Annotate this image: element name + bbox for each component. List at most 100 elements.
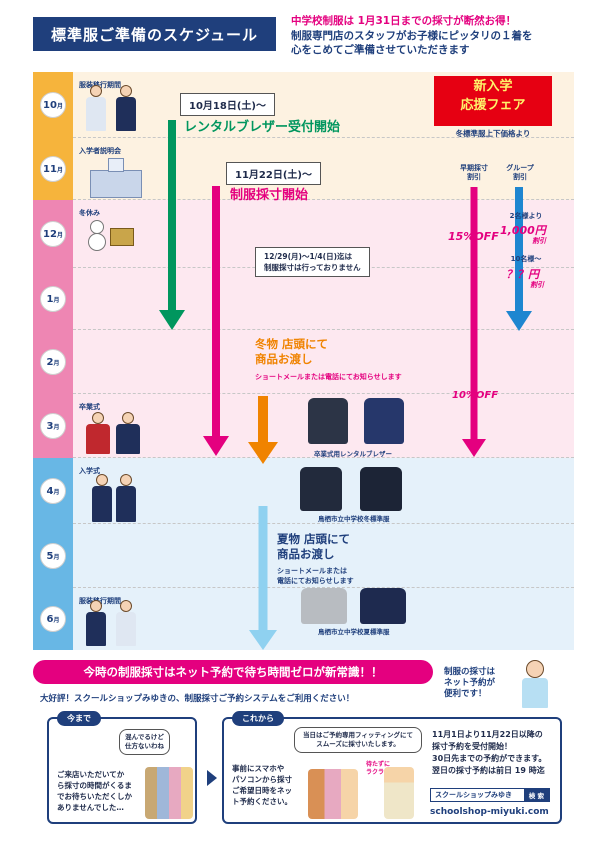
fair-title-2: 応援フェア	[460, 98, 526, 113]
after-tag: これから	[232, 711, 284, 726]
before-speech: 混んでるけど 仕方ないわね	[119, 729, 170, 755]
early-discount-10: 10%OFF	[452, 390, 499, 401]
search-query: スクールショップみゆき	[435, 791, 512, 799]
group-note-1: 2名様より	[509, 212, 543, 220]
holiday-note: 12/29(月)〜1/4(日)迄は 制服採寸は行っておりません	[255, 247, 370, 277]
reservation-info: 11月1日より11月22日以降の 採寸予約を受付開始！ 30日先までの予約ができ…	[432, 730, 547, 775]
student-body	[86, 612, 106, 646]
after-text: 事前にスマホや パソコンから採寸 ご希望日時をネッ ト予約ください。	[232, 764, 292, 806]
rental-label: レンタルブレザー受付開始	[184, 120, 341, 135]
row-divider	[73, 137, 574, 138]
arrow-shaft	[212, 186, 220, 436]
early-discount-15: 15%OFF	[448, 230, 499, 243]
student-head	[120, 85, 132, 97]
arrow-head	[506, 311, 532, 331]
summer-delivery: 夏物 店頭にて 商品お渡し	[277, 532, 351, 561]
measure-date: 11月22日(土)〜	[226, 162, 321, 185]
caption-winter: 鳥栖市立中学校冬標準服	[318, 515, 390, 523]
arrow-head	[462, 439, 486, 457]
before-tag: 今まで	[57, 711, 101, 726]
rental-blazer-navy	[364, 398, 404, 444]
arrow-shaft	[168, 120, 176, 310]
page-title: 標準服ご準備のスケジュール	[33, 17, 276, 51]
student-head	[120, 474, 132, 486]
caption-rental: 卒業式用レンタルブレザー	[314, 450, 392, 458]
arrow-head	[249, 630, 277, 650]
winter-uniform-girls	[360, 467, 402, 511]
winter-delivery-arrow	[248, 396, 278, 464]
header-info-line2: 制服専門店のスタッフがお子様にピッタリの１着を	[291, 29, 533, 42]
group-discount-arrow	[506, 187, 532, 331]
student-head	[120, 600, 132, 612]
reservation-banner: 今時の制服採寸はネット予約で待ち時間ゼロが新常識！！	[33, 660, 433, 684]
row-divider	[73, 199, 574, 200]
staff-head	[526, 660, 544, 678]
student-head	[96, 474, 108, 486]
arrow-shaft	[258, 396, 268, 442]
group-suffix-1: 割引	[532, 237, 546, 245]
arrow-shaft	[515, 187, 523, 311]
queue-illustration	[145, 767, 193, 819]
event-label: 入学者説明会	[79, 147, 121, 155]
after-panel: これから 当日はご予約専用フィッティングにて スムーズに採寸いたします。 事前に…	[222, 711, 562, 824]
rental-blazer-dark	[308, 398, 348, 444]
student-head	[90, 85, 102, 97]
side-bubble: 制服の採寸は ネット予約が 便利です！	[444, 667, 496, 699]
after-small-note: 待たずに ラクラク♪	[366, 761, 394, 776]
arrow-head	[248, 442, 278, 464]
site-url[interactable]: schoolshop-miyuki.com	[430, 807, 549, 817]
search-button[interactable]: 検 索	[523, 789, 549, 801]
summer-uniform-navy	[360, 588, 406, 624]
winter-delivery-note: ショートメールまたは電話にてお知らせします	[255, 373, 402, 381]
header-info: 中学校制服は 1月31日までの採寸が断然お得！ 制服専門店のスタッフがお子様にピ…	[291, 14, 581, 58]
summer-uniform-gray	[301, 588, 347, 624]
header-info-line3: 心をこめてご準備させていただきます	[291, 44, 470, 56]
student-body	[86, 424, 110, 454]
summer-delivery-arrow	[249, 506, 277, 650]
arrow-head	[203, 436, 229, 456]
student-body	[92, 486, 112, 522]
row-divider	[73, 393, 574, 394]
group-price-2: ？？円	[506, 268, 539, 281]
fair-box: 新入学 応援フェア	[434, 76, 552, 126]
before-text: ご来店いただいてか ら採寸の時間がくるま でお待ちいただくしか ありませんでした…	[57, 770, 132, 812]
student-body	[116, 97, 136, 131]
staff-body	[522, 678, 548, 708]
row-divider	[73, 523, 574, 524]
group-discount-label: グループ 割引	[506, 164, 534, 181]
fair-subtitle: 冬標準服上下価格より	[455, 129, 531, 138]
group-price-1: 1,000円	[500, 224, 546, 237]
header-info-line1: 中学校制服は 1月31日までの採寸が断然お得！	[291, 15, 517, 27]
student-body	[86, 97, 106, 131]
rental-arrow	[159, 120, 185, 330]
student-head	[90, 600, 102, 612]
after-speech: 当日はご予約専用フィッティングにて スムーズに採寸いたします。	[294, 727, 422, 753]
staff-pair-illustration	[384, 767, 414, 819]
event-label: 入学式	[79, 467, 100, 475]
measure-label: 制服採寸開始	[230, 188, 309, 203]
group-note-2: 10名様〜	[510, 255, 542, 263]
student-body	[116, 612, 136, 646]
arrow-head	[159, 310, 185, 330]
row-divider	[73, 457, 574, 458]
summer-delivery-note: ショートメールまたは 電話にてお知らせします	[277, 567, 354, 585]
measure-arrow	[203, 186, 229, 456]
caption-summer: 鳥栖市立中学校夏標準服	[318, 628, 390, 636]
fitting-illustration	[308, 769, 358, 819]
search-box[interactable]: スクールショップみゆき 検 索	[430, 788, 550, 802]
next-arrow-icon	[207, 770, 217, 786]
